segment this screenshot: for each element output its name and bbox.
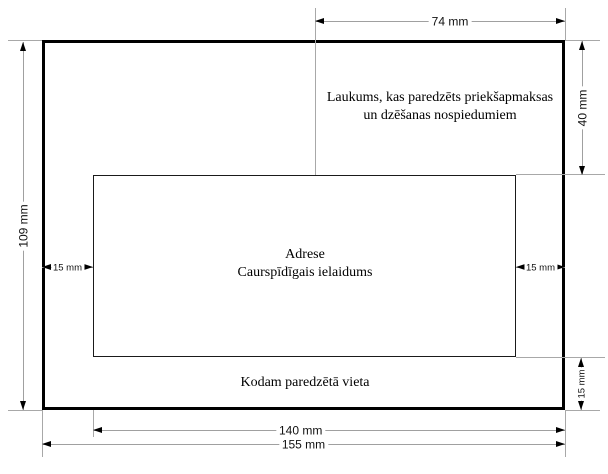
dimension-label-window-bottom: 15 mm — [575, 367, 589, 401]
extension-line — [8, 40, 42, 41]
dimension-label-window-right: 15 mm — [523, 261, 558, 275]
extension-line — [516, 174, 605, 175]
arrowhead-left-icon — [93, 427, 102, 433]
extension-line — [93, 410, 94, 437]
extension-line — [565, 410, 566, 457]
dimension-left-height: 109 mm — [17, 42, 31, 410]
address-window-label-line1: Adrese — [285, 247, 325, 262]
extension-line — [8, 410, 42, 411]
arrowhead-up-icon — [20, 42, 26, 51]
dimension-window-left-margin: 15 mm — [42, 261, 93, 275]
dimension-label-bottom-inner: 140 mm — [275, 424, 326, 438]
arrowhead-up-icon — [579, 41, 585, 50]
dimension-right-height: 40 mm — [576, 41, 590, 175]
dimension-label-left-height: 109 mm — [17, 201, 31, 251]
address-window-label: Adrese Caurspīdīgais ielaidums — [94, 246, 516, 282]
extension-line — [516, 357, 605, 358]
arrowhead-right-icon — [556, 441, 565, 447]
arrowhead-right-icon — [556, 264, 565, 270]
arrowhead-left-icon — [42, 441, 51, 447]
franking-area-label-line1: Laukums, kas paredzēts priekšapmaksas — [326, 90, 554, 105]
dimension-bottom-inner-width: 140 mm — [93, 424, 565, 438]
dimension-label-top-width: 74 mm — [428, 15, 472, 29]
dimension-top-width: 74 mm — [315, 15, 565, 29]
dimension-label-bottom-outer: 155 mm — [278, 438, 329, 452]
dimension-label-right-height: 40 mm — [576, 86, 590, 130]
arrowhead-right-icon — [556, 18, 565, 24]
dimension-window-bottom-margin: 15 mm — [575, 358, 589, 410]
arrowhead-down-icon — [578, 401, 584, 410]
extension-line — [42, 410, 43, 457]
arrowhead-right-icon — [556, 427, 565, 433]
dimension-bottom-outer-width: 155 mm — [42, 438, 565, 452]
extension-line — [565, 8, 566, 40]
arrowhead-down-icon — [20, 401, 26, 410]
extension-line — [565, 410, 600, 411]
extension-line — [315, 8, 316, 175]
franking-area-label: Laukums, kas paredzēts priekšapmaksas un… — [315, 89, 565, 125]
arrowhead-right-icon — [84, 264, 93, 270]
address-window-label-line2: Caurspīdīgais ielaidums — [237, 265, 373, 280]
arrowhead-left-icon — [42, 264, 51, 270]
dimension-window-right-margin: 15 mm — [516, 261, 565, 275]
arrowhead-left-icon — [516, 264, 525, 270]
extension-line — [565, 40, 600, 41]
code-area-label: Kodam paredzētā vieta — [94, 374, 516, 392]
address-window-outline — [93, 175, 516, 357]
arrowhead-left-icon — [315, 18, 324, 24]
arrowhead-up-icon — [578, 358, 584, 367]
arrowhead-down-icon — [579, 166, 585, 175]
franking-area-label-line2: un dzēšanas nospiedumiem — [363, 108, 517, 123]
dimension-label-window-left: 15 mm — [50, 261, 85, 275]
code-area-label-line1: Kodam paredzētā vieta — [240, 375, 370, 390]
envelope-outline — [42, 40, 565, 410]
